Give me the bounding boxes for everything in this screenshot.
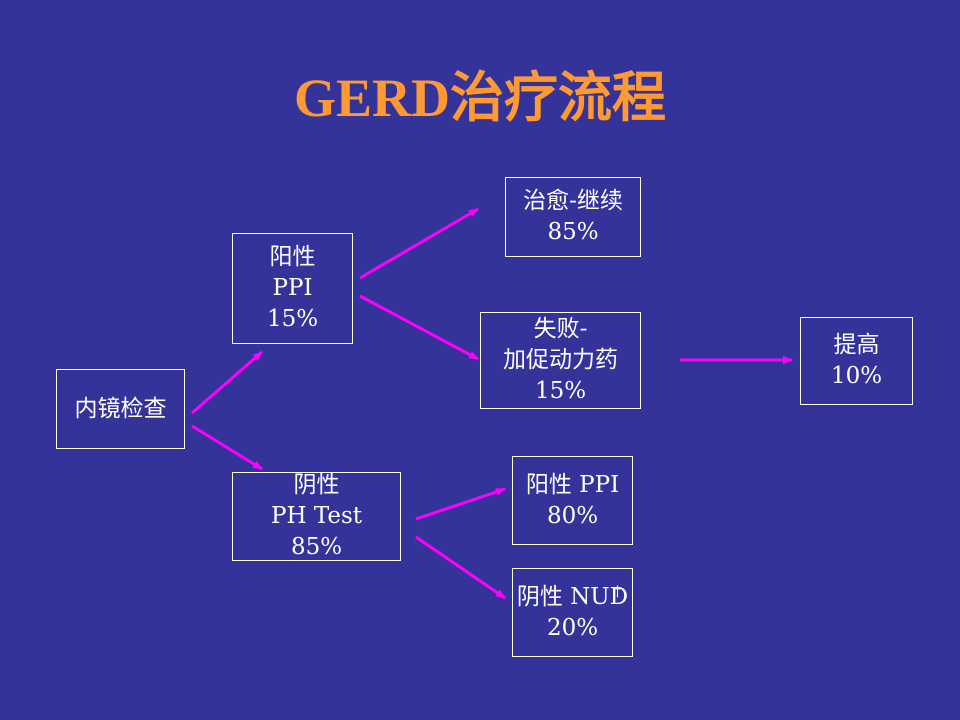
node-negative-nud-percent: 20% (546, 614, 599, 641)
node-positive-label: 阳性 (269, 244, 316, 270)
arrow-negative-to-neg-nud (415, 535, 506, 600)
arrow-endoscopy-to-positive (191, 350, 263, 415)
node-endoscopy: 内镜检查 (56, 369, 185, 449)
node-negative-label: 阴性 (293, 472, 340, 498)
arrow-negative-to-pos-ppi (415, 487, 506, 521)
node-negative-nud: 阴性 NUD 20% (512, 568, 633, 657)
node-positive-ppi: 阳性 PPI 80% (512, 456, 633, 545)
node-positive: 阳性 PPI 15% (232, 233, 353, 344)
node-positive-percent: 15% (266, 306, 319, 332)
node-healed-label: 治愈-继续 (523, 188, 623, 214)
arrow-endoscopy-to-negative (191, 424, 263, 471)
superscript-mark: † (614, 584, 621, 600)
node-failed-treatment: 加促动力药 (503, 347, 618, 373)
node-negative-nud-label: 阴性 NUD (516, 583, 629, 610)
node-endoscopy-label: 内镜检查 (74, 395, 167, 422)
node-healed-percent: 85% (547, 219, 599, 245)
node-increase: 提高 10% (800, 317, 913, 405)
arrow-positive-to-failed (359, 294, 479, 361)
node-failed: 失败- 加促动力药 15% (480, 312, 641, 409)
node-healed: 治愈-继续 85% (505, 177, 641, 257)
node-increase-percent: 10% (830, 363, 883, 389)
node-negative: 阴性 PH Test 85% (232, 472, 401, 561)
node-positive-treatment: PPI (272, 275, 313, 301)
node-negative-percent: 85% (290, 534, 343, 560)
node-positive-ppi-percent: 80% (546, 502, 599, 529)
arrow-positive-to-healed (359, 207, 479, 280)
node-increase-label: 提高 (833, 332, 880, 358)
node-negative-test: PH Test (270, 503, 363, 529)
node-failed-percent: 15% (534, 378, 587, 404)
node-positive-ppi-label: 阳性 PPI (525, 471, 620, 498)
slide-title: GERD治疗流程 (293, 68, 666, 128)
node-failed-label: 失败- (533, 316, 588, 342)
